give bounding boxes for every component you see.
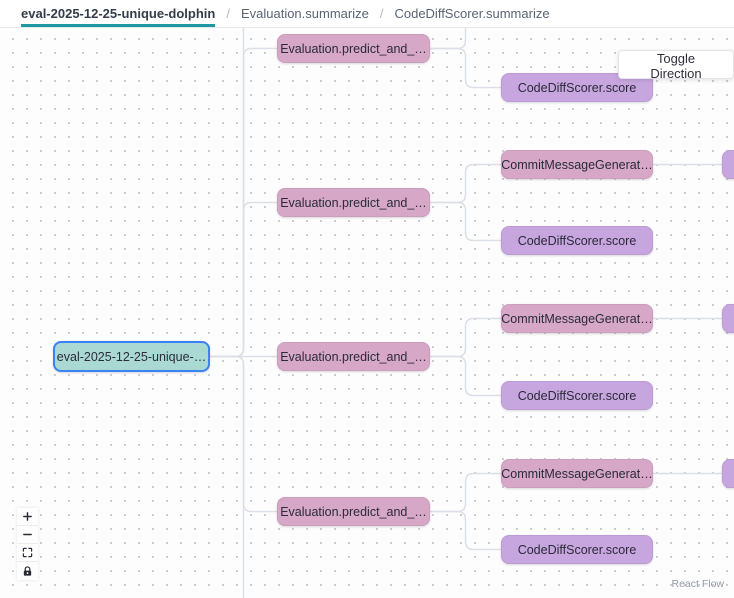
node-codediff1[interactable]: CodeDiffScorer.score: [501, 73, 653, 102]
node-partial4[interactable]: [722, 459, 734, 488]
edge-eval1-codediff1: [430, 47, 501, 89]
node-commit2[interactable]: CommitMessageGenerat…: [501, 150, 653, 179]
breadcrumb-separator: /: [379, 6, 384, 21]
plus-icon: [22, 511, 33, 522]
node-eval4[interactable]: Evaluation.predict_and_…: [277, 497, 430, 526]
fit-view-button[interactable]: [17, 544, 38, 562]
react-flow-attribution[interactable]: React Flow: [671, 578, 724, 590]
node-codediff3[interactable]: CodeDiffScorer.score: [501, 381, 653, 410]
flow-controls: [17, 508, 38, 580]
edge-eval4-commit4: [430, 472, 501, 513]
lock-icon: [22, 565, 33, 577]
breadcrumb: eval-2025-12-25-unique-dolphin / Evaluatio…: [0, 0, 734, 28]
edge-eval2-codediff2: [430, 201, 501, 242]
edge-eval2-commit2: [430, 163, 501, 204]
node-eval3[interactable]: Evaluation.predict_and_…: [277, 342, 430, 371]
edge-root-eval2: [210, 201, 277, 358]
node-partial2[interactable]: [722, 150, 734, 179]
edge-root-eval0: [210, 0, 245, 358]
node-commit3[interactable]: CommitMessageGenerat…: [501, 304, 653, 333]
zoom-out-button[interactable]: [17, 526, 38, 544]
node-partial3[interactable]: [722, 304, 734, 333]
node-eval1[interactable]: Evaluation.predict_and_…: [277, 34, 430, 63]
breadcrumb-separator: /: [226, 6, 230, 21]
lock-button[interactable]: [17, 562, 38, 580]
node-codediff2[interactable]: CodeDiffScorer.score: [501, 226, 653, 255]
edge-root-eval5: [210, 355, 245, 598]
node-eval2[interactable]: Evaluation.predict_and_…: [277, 188, 430, 217]
zoom-in-button[interactable]: [17, 508, 38, 526]
edge-root-eval1: [210, 47, 277, 358]
breadcrumb-item-2[interactable]: CodeDiffScorer.summarize: [394, 5, 550, 21]
edge-eval4-codediff4: [430, 510, 501, 551]
minus-icon: [22, 529, 33, 540]
breadcrumb-item-0[interactable]: eval-2025-12-25-unique-dolphin: [21, 0, 216, 27]
fit-view-icon: [22, 547, 33, 558]
node-root[interactable]: eval-2025-12-25-unique-…: [53, 341, 210, 372]
node-commit4[interactable]: CommitMessageGenerat…: [501, 459, 653, 488]
edge-eval3-codediff3: [430, 355, 501, 397]
toggle-direction-button[interactable]: Toggle Direction: [618, 50, 734, 81]
edge-root-eval4: [210, 355, 277, 513]
breadcrumb-item-1[interactable]: Evaluation.summarize: [240, 5, 369, 21]
edge-eval3-commit3: [430, 317, 501, 358]
node-codediff4[interactable]: CodeDiffScorer.score: [501, 535, 653, 564]
